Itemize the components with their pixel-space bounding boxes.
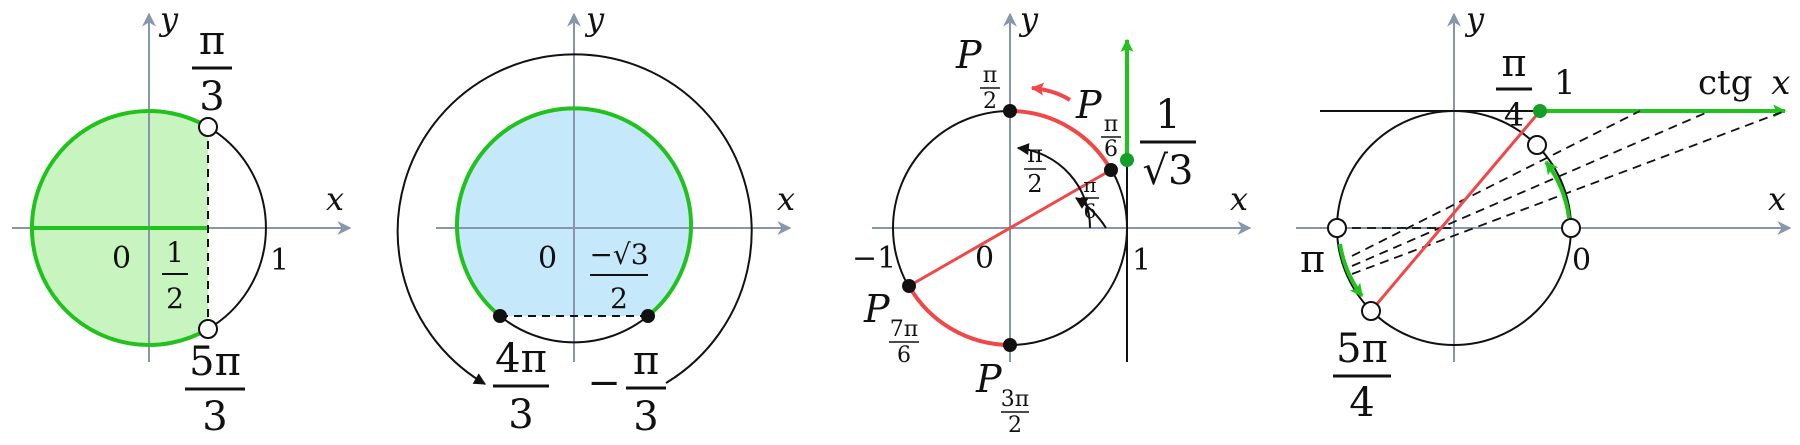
panel3-origin-label: 0 bbox=[975, 241, 994, 276]
panel3-minus-one-label: −1 bbox=[852, 241, 896, 276]
panel3-angle-arc-arrow bbox=[1074, 197, 1107, 229]
panel3-tangent-point bbox=[1120, 153, 1134, 167]
panel3-p-bottom-den: 2 bbox=[1008, 413, 1022, 438]
panel1-origin-label: 0 bbox=[112, 241, 131, 276]
panel4-quarter-num: π bbox=[1502, 41, 1527, 85]
panel3-tan-den: √3 bbox=[1143, 148, 1194, 194]
panel2-x-label: x bbox=[777, 180, 795, 218]
panel4-open-point-quarter bbox=[1527, 135, 1547, 155]
panel4-ctg-label: ctg x bbox=[1698, 63, 1790, 103]
panel3-p-left-num: 7π bbox=[890, 317, 918, 342]
panel3-angle-num: π bbox=[1083, 173, 1096, 197]
panel3-p-bottom: P bbox=[975, 357, 1003, 401]
panel3-p-right-den: 6 bbox=[1104, 137, 1118, 162]
panel3-x-label: x bbox=[1230, 180, 1248, 218]
panel1-bottom-den: 3 bbox=[202, 394, 227, 440]
panel4-red-segment bbox=[1369, 110, 1542, 312]
panel4-quarter-den: 4 bbox=[1504, 96, 1524, 134]
panel1-unit-circle-arc bbox=[207, 126, 267, 330]
panel4-ctg-var: x bbox=[1771, 63, 1790, 103]
panel4-x-label: x bbox=[1768, 180, 1786, 218]
panel3-point-left bbox=[902, 279, 916, 293]
panel3-y-label: y bbox=[1018, 0, 1039, 38]
panel3-one-label: 1 bbox=[1132, 243, 1151, 278]
panel3-p-bottom-num: 3π bbox=[1001, 387, 1029, 412]
panel1-open-point-top bbox=[198, 117, 218, 137]
panel3-angle-den: 6 bbox=[1084, 199, 1097, 223]
panel3-arc-den: 2 bbox=[1027, 170, 1042, 198]
panel2-green-arc bbox=[455, 106, 693, 318]
panel3-point-top bbox=[1003, 104, 1017, 118]
panel1-top-den: 3 bbox=[199, 74, 224, 120]
panel-2: x y 0 −√3 2 4π 3 − π 3 bbox=[396, 0, 795, 440]
panel2-right-den: 3 bbox=[633, 394, 658, 440]
panel2-left-num: 4π bbox=[495, 336, 547, 382]
panel2-cos-den: 2 bbox=[610, 282, 628, 315]
panel3-p-top: P bbox=[955, 33, 983, 77]
panel2-point-left bbox=[493, 309, 507, 323]
panel4-zero-label: 0 bbox=[1572, 243, 1591, 278]
panel1-bottom-num: 5π bbox=[189, 339, 241, 385]
panel4-green-arc-right bbox=[1544, 160, 1571, 219]
panel4-open-point-zero bbox=[1561, 218, 1581, 238]
panel2-y-label: y bbox=[584, 0, 605, 38]
panel2-left-den: 3 bbox=[508, 392, 533, 438]
panel3-inner-arc-arrow bbox=[1016, 143, 1092, 229]
panel3-red-arc-lower bbox=[907, 285, 1011, 347]
panel2-origin-label: 0 bbox=[538, 241, 557, 276]
panel2-unit-circle-arc bbox=[499, 315, 649, 344]
panel4-green-arc-left bbox=[1338, 243, 1364, 298]
panel4-five-den: 4 bbox=[1349, 380, 1374, 426]
panel3-red-direction-arrow bbox=[1030, 82, 1072, 102]
panel3-red-diameter bbox=[908, 168, 1112, 288]
panel4-y-label: y bbox=[1464, 0, 1485, 38]
panel-1: x y 0 1 1 2 π 3 5π 3 bbox=[12, 0, 352, 440]
panel-3: x y 0 −1 1 P π 2 P π 6 P 7π 6 P 3π 2 π 2… bbox=[852, 0, 1252, 438]
panel3-p-right-num: π bbox=[1104, 112, 1118, 137]
panel4-open-point-five-quarter bbox=[1361, 301, 1381, 321]
panel1-half-num: 1 bbox=[166, 236, 184, 269]
panel3-p-left-den: 6 bbox=[897, 343, 911, 368]
panel2-outer-arc-arrow bbox=[396, 53, 753, 385]
panel3-point-right bbox=[1104, 163, 1118, 177]
panel-4: x y 0 π 1 π 4 5π 4 ctg x bbox=[1296, 0, 1792, 426]
panel2-right-num: π bbox=[633, 338, 659, 384]
panel4-open-point-pi bbox=[1327, 218, 1347, 238]
panel4-one-label: 1 bbox=[1554, 63, 1576, 103]
panel3-p-right: P bbox=[1075, 83, 1103, 127]
panel1-top-num: π bbox=[199, 18, 225, 64]
panel4-dash-3 bbox=[1351, 110, 1711, 267]
panel3-p-left: P bbox=[863, 287, 891, 331]
panel3-point-bottom bbox=[1003, 338, 1017, 352]
panel4-green-point-one bbox=[1533, 104, 1547, 118]
panel4-pi-label: π bbox=[1300, 237, 1325, 281]
panel1-open-point-bottom bbox=[198, 319, 218, 339]
panel3-p-top-num: π bbox=[983, 63, 997, 88]
panel3-tan-num: 1 bbox=[1155, 92, 1180, 138]
panel3-arc-num: π bbox=[1027, 140, 1043, 168]
panel2-cos-num: −√3 bbox=[589, 238, 648, 271]
panel4-ctg-word: ctg bbox=[1698, 63, 1752, 103]
panel4-dash-2 bbox=[1351, 110, 1641, 257]
panel1-half-den: 2 bbox=[166, 282, 184, 315]
panel2-point-right bbox=[641, 309, 655, 323]
panel1-x-label: x bbox=[326, 180, 344, 218]
panel4-five-num: 5π bbox=[1336, 326, 1388, 372]
panel1-y-label: y bbox=[158, 0, 179, 38]
panel1-one-label: 1 bbox=[270, 243, 289, 278]
panel3-p-top-den: 2 bbox=[983, 89, 997, 114]
panel2-right-minus: − bbox=[587, 360, 621, 406]
panel3-red-arc-upper bbox=[1009, 109, 1113, 171]
